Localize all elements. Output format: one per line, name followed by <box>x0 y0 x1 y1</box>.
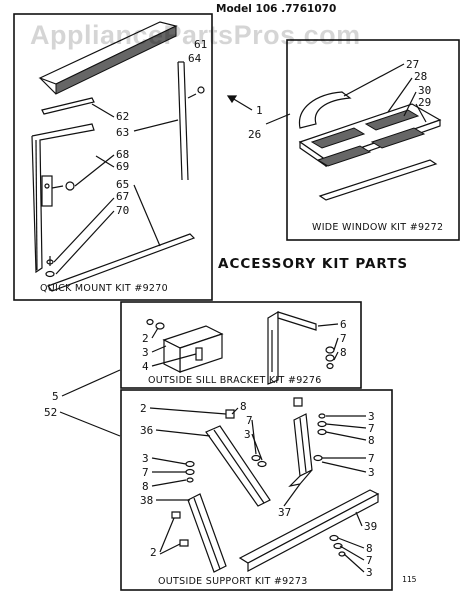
sill-bracket-kit-box <box>120 301 362 389</box>
ww-leader-lines <box>343 63 427 123</box>
support-callout-3e: 3 <box>366 566 373 579</box>
support-leader-lines <box>149 407 367 573</box>
wide-window-kit-box <box>286 39 460 241</box>
sill-callout-6: 6 <box>340 318 347 331</box>
sill-callout-8: 8 <box>340 346 347 359</box>
model-number: Model 106 .7761070 <box>216 3 336 15</box>
qm-leader-lines <box>53 103 179 275</box>
support-callout-38: 38 <box>140 494 153 507</box>
callout-67: 67 <box>116 190 129 203</box>
support-callout-7d: 7 <box>368 452 375 465</box>
foam-seal-part <box>310 109 426 167</box>
u-channel-part <box>298 91 352 129</box>
quick-mount-kit-box <box>13 13 213 301</box>
support-kit-box <box>120 389 393 591</box>
diagonal-brace-part <box>205 425 271 507</box>
sill-block-part <box>162 325 224 373</box>
support-callout-3d: 3 <box>368 466 375 479</box>
flat-bar-part <box>47 233 196 292</box>
support-callout-3c: 3 <box>368 410 375 423</box>
sill-leader-lines <box>151 323 339 367</box>
support-callout-8b: 8 <box>142 480 149 493</box>
callout-27: 27 <box>406 58 419 71</box>
callout-30: 30 <box>418 84 431 97</box>
outer-leader-lines <box>59 369 121 437</box>
callout-69: 69 <box>116 160 129 173</box>
support-callout-2b: 2 <box>150 546 157 559</box>
sill-bracket-part <box>267 310 317 385</box>
support-callout-8d: 8 <box>366 542 373 555</box>
callout-52: 52 <box>44 406 57 419</box>
callout-65: 65 <box>116 178 129 191</box>
support-callout-3a: 3 <box>244 428 251 441</box>
support-callout-2a: 2 <box>140 402 147 415</box>
watermark: AppliancePartsPros.com <box>30 20 361 50</box>
support-callout-7a: 7 <box>246 414 253 427</box>
support-callout-36: 36 <box>140 424 153 437</box>
wide-window-kit-label: WIDE WINDOW KIT #9272 <box>312 222 443 233</box>
support-rail-part <box>238 489 380 572</box>
support-kit-label: OUTSIDE SUPPORT KIT #9273 <box>158 576 308 587</box>
vertical-bracket-part <box>288 413 313 487</box>
sill-callout-7: 7 <box>340 332 347 345</box>
support-callout-7b: 7 <box>142 466 149 479</box>
callout-61: 61 <box>194 38 207 51</box>
angle-strip-part <box>318 159 438 201</box>
foam-strip-part <box>38 21 178 95</box>
sill-bracket-kit-label: OUTSIDE SILL BRACKET KIT #9276 <box>148 375 322 386</box>
mounting-bracket-part <box>41 175 75 207</box>
accessory-kit-heading: ACCESSORY KIT PARTS <box>218 256 408 272</box>
sill-callout-4: 4 <box>142 360 149 373</box>
support-callout-37: 37 <box>278 506 291 519</box>
screw-part <box>187 86 205 99</box>
callout-63: 63 <box>116 126 129 139</box>
sill-hardware-part <box>146 318 335 370</box>
callout-64: 64 <box>188 52 202 65</box>
support-callout-3b: 3 <box>142 452 149 465</box>
channel-frame-part <box>31 123 95 274</box>
support-callout-39: 39 <box>364 520 377 533</box>
sill-callout-2: 2 <box>142 332 149 345</box>
callout-1: 1 <box>256 104 263 117</box>
bottom-rail-part <box>187 493 227 573</box>
callout-68: 68 <box>116 148 129 161</box>
support-hardware-part <box>171 397 346 557</box>
vertical-rod-part <box>177 61 189 181</box>
callout-29: 29 <box>418 96 431 109</box>
middle-leader-lines <box>226 95 291 125</box>
callout-62: 62 <box>116 110 129 123</box>
sill-callout-3: 3 <box>142 346 149 359</box>
callout-28: 28 <box>414 70 427 83</box>
washer-screw-part <box>45 256 55 278</box>
support-callout-8c: 8 <box>368 434 375 447</box>
callout-26: 26 <box>248 128 261 141</box>
page-mark: 115 <box>402 575 417 584</box>
thin-seal-strip-part <box>41 97 95 115</box>
callout-70: 70 <box>116 204 129 217</box>
callout-5: 5 <box>52 390 59 403</box>
quick-mount-kit-label: QUICK MOUNT KIT #9270 <box>40 283 168 294</box>
support-callout-8a: 8 <box>240 400 247 413</box>
support-callout-7c: 7 <box>368 422 375 435</box>
support-callout-7e: 7 <box>366 554 373 567</box>
